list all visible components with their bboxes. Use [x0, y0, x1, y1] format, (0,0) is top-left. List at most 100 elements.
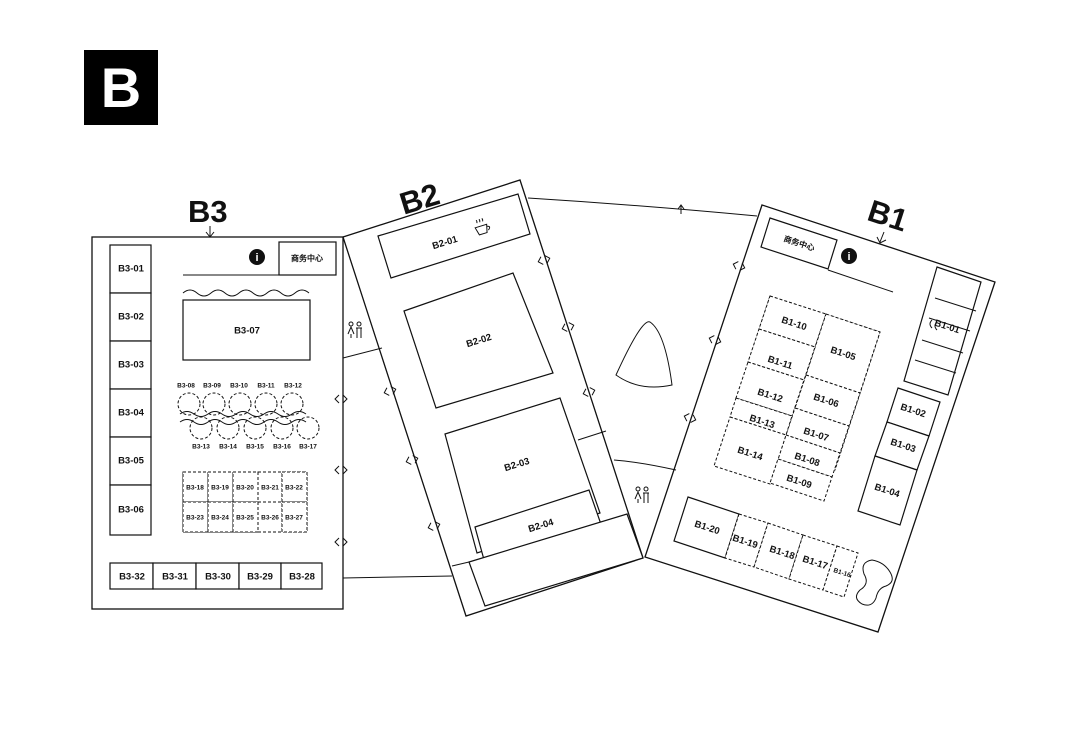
- booth-label: B3-08: [177, 383, 195, 390]
- hall-b1: B1 商务中心 i B1-01 B1-02 B1-03 B1-04 B1-10 …: [644, 193, 996, 633]
- b3-outline: [91, 236, 344, 610]
- water-icon: [929, 319, 938, 331]
- booth-label: B3-15: [246, 444, 264, 451]
- booth-b3-21[interactable]: [257, 471, 283, 503]
- booth-label: B3-14: [219, 444, 237, 451]
- sculpture-icon: [615, 321, 673, 388]
- booth-b3-03[interactable]: [109, 340, 152, 390]
- svg-text:i: i: [847, 251, 850, 263]
- booth-b3-15[interactable]: [243, 416, 267, 440]
- direction-arrow-icon: [334, 394, 348, 404]
- hall-connectors: [342, 197, 758, 579]
- booth-b3-11[interactable]: [254, 392, 278, 416]
- booth-label: B3-30: [205, 572, 231, 583]
- booth-label: B3-03: [118, 360, 144, 371]
- coffee-icon: [474, 218, 491, 236]
- booth-b3-04[interactable]: [109, 388, 152, 438]
- wave-decoration: [182, 289, 310, 297]
- booth-b3-26[interactable]: [257, 501, 283, 533]
- hall-b3: B3 i 商务中心 B3-01 B3-02 B3-03 B3-04 B3-05 …: [91, 194, 362, 610]
- booth-label: B3-23: [186, 515, 204, 522]
- svg-text:i: i: [255, 252, 258, 264]
- booth-b3-02[interactable]: [109, 292, 152, 342]
- restroom-icon: [347, 321, 362, 338]
- booth-label: B3-24: [211, 515, 229, 522]
- direction-arrow-icon: [426, 519, 442, 533]
- business-center-b1[interactable]: [760, 217, 838, 270]
- booth-b2-02[interactable]: [403, 272, 554, 409]
- hall-b2-title: B2: [396, 176, 444, 221]
- booth-b1-16[interactable]: [822, 545, 859, 598]
- booth-label: B3-31: [162, 572, 189, 583]
- booth-b2-01[interactable]: [377, 193, 531, 279]
- direction-arrow-icon: [536, 253, 552, 267]
- direction-arrow-icon: [731, 259, 747, 273]
- booth-label: B3-01: [118, 264, 145, 275]
- booth-label: B3-21: [261, 485, 279, 492]
- booth-b3-16[interactable]: [270, 416, 294, 440]
- booth-b1-18[interactable]: [753, 522, 804, 580]
- booth-b3-25[interactable]: [232, 501, 259, 533]
- booth-b3-18[interactable]: [182, 471, 209, 503]
- booth-b3-28[interactable]: [280, 562, 323, 590]
- b1-outline: [644, 204, 996, 633]
- booth-label: B3-25: [236, 515, 254, 522]
- booth-label: B3-17: [299, 444, 317, 451]
- info-icon: [249, 249, 265, 265]
- booth-label: B3-10: [230, 383, 248, 390]
- booth-b1-14[interactable]: [713, 416, 787, 485]
- booth-b3-27[interactable]: [281, 501, 308, 533]
- booth-b3-20[interactable]: [232, 471, 259, 503]
- booth-label: B3-29: [247, 572, 273, 583]
- direction-arrow-icon: [677, 204, 685, 214]
- business-center-label: 商务中心: [291, 253, 323, 263]
- booth-label: B3-13: [192, 444, 210, 451]
- booth-label: B3-22: [285, 485, 303, 492]
- booth-label: B3-04: [118, 408, 145, 419]
- booth-b3-10[interactable]: [228, 392, 252, 416]
- booth-b3-29[interactable]: [238, 562, 282, 590]
- booth-label: B3-19: [211, 485, 229, 492]
- hall-b1-title: B1: [864, 193, 913, 239]
- business-center-b3[interactable]: [278, 241, 337, 276]
- booth-label: B3-16: [273, 444, 291, 451]
- direction-arrow-icon: [334, 465, 348, 475]
- booth-b3-09[interactable]: [202, 392, 226, 416]
- booth-b3-12[interactable]: [280, 392, 304, 416]
- booth-b1-09[interactable]: [769, 458, 833, 502]
- booth-b3-22[interactable]: [281, 471, 308, 503]
- booth-b3-14[interactable]: [216, 416, 240, 440]
- booth-label: B3-06: [118, 505, 144, 516]
- booth-label: B3-26: [261, 515, 279, 522]
- booth-b3-07[interactable]: [182, 299, 311, 361]
- booth-label: B3-20: [236, 485, 254, 492]
- section-badge: B: [84, 50, 158, 125]
- info-icon: [841, 248, 857, 264]
- booth-label: B3-05: [118, 456, 145, 467]
- booth-b3-01[interactable]: [109, 244, 152, 294]
- booth-label: B3-07: [234, 326, 260, 337]
- booth-b3-08[interactable]: [177, 392, 201, 416]
- booth-label: B3-28: [289, 572, 315, 583]
- booth-label: B3-18: [186, 485, 204, 492]
- booth-b1-04[interactable]: [857, 455, 918, 526]
- sculpture-icon: [856, 559, 893, 606]
- booth-label: B3-09: [203, 383, 221, 390]
- section-letter: B: [100, 55, 142, 119]
- booth-b3-24[interactable]: [207, 501, 234, 533]
- direction-arrow-icon: [707, 333, 723, 347]
- booth-b1-13[interactable]: [729, 397, 793, 436]
- booth-b3-06[interactable]: [109, 484, 152, 536]
- booth-label: B3-11: [257, 383, 275, 390]
- booth-b3-13[interactable]: [189, 416, 213, 440]
- booth-b3-19[interactable]: [207, 471, 234, 503]
- booth-b3-17[interactable]: [296, 416, 320, 440]
- booth-b3-05[interactable]: [109, 436, 152, 486]
- booth-label: B3-12: [284, 383, 302, 390]
- entrance-arrow-icon: [205, 226, 215, 238]
- booth-b3-32[interactable]: [109, 562, 154, 590]
- direction-arrow-icon: [334, 537, 348, 547]
- booth-b3-31[interactable]: [152, 562, 197, 590]
- entrance-arrow-icon: [876, 231, 887, 244]
- hall-b3-title: B3: [188, 194, 228, 229]
